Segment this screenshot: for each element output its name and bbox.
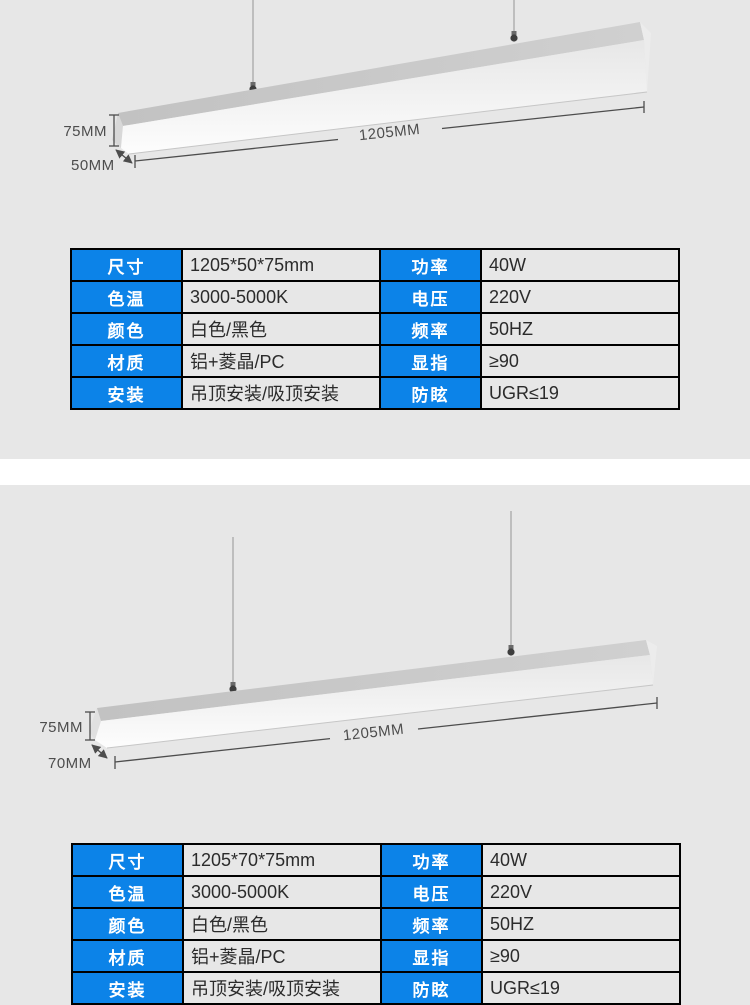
spec-value-cell: 白色/黑色: [182, 907, 382, 941]
spec-label-cell: 色温: [70, 280, 183, 314]
spec-label-cell: 电压: [379, 280, 482, 314]
spec-table-70mm: 尺寸 1205*70*75mm 功率 40W 色温 3000-5000K 电压 …: [71, 843, 681, 1005]
table-row: 材质 铝+菱晶/PC 显指 ≥90: [71, 939, 681, 973]
table-row: 色温 3000-5000K 电压 220V: [70, 280, 680, 314]
lamp-right-endcap: [640, 22, 651, 92]
depth-dimension-line: [91, 744, 108, 759]
spec-label-cell: 安装: [70, 376, 183, 410]
pendant-light-render-50mm: 75MM 50MM 1205MM: [63, 0, 651, 174]
spec-label-cell: 颜色: [71, 907, 184, 941]
spec-label-cell: 电压: [380, 875, 483, 909]
depth-dimension-label: 70MM: [48, 755, 92, 772]
lamp-bottom-edge: [128, 91, 648, 155]
wire-connector: [510, 34, 518, 42]
wire-connector: [229, 685, 237, 693]
spec-value-cell: 3000-5000K: [182, 875, 382, 909]
length-dimension-line: [417, 702, 658, 730]
spec-value-cell: 1205*50*75mm: [181, 248, 381, 282]
lamp-front-face: [95, 655, 653, 748]
spec-label-cell: 频率: [380, 907, 483, 941]
table-row: 安装 吊顶安装/吸顶安装 防眩 UGR≤19: [71, 971, 681, 1005]
lamp-top-face: [97, 640, 650, 721]
spec-label-cell: 尺寸: [70, 248, 183, 282]
spec-value-cell: 1205*70*75mm: [182, 843, 382, 877]
table-row: 尺寸 1205*50*75mm 功率 40W: [70, 248, 680, 282]
spec-value-cell: 白色/黑色: [181, 312, 381, 346]
lamp-top-face: [118, 22, 644, 126]
spec-value-cell: 铝+菱晶/PC: [182, 939, 382, 973]
wire-connector: [250, 82, 256, 86]
spec-label-cell: 色温: [71, 875, 184, 909]
spec-value-cell: 50HZ: [481, 907, 681, 941]
spec-label-cell: 材质: [70, 344, 183, 378]
table-row: 颜色 白色/黑色 频率 50HZ: [71, 907, 681, 941]
spec-value-cell: ≥90: [480, 344, 680, 378]
table-row: 尺寸 1205*70*75mm 功率 40W: [71, 843, 681, 877]
spec-value-cell: UGR≤19: [480, 376, 680, 410]
lamp-front-face: [121, 40, 647, 154]
spec-value-cell: 50HZ: [480, 312, 680, 346]
lamp-bottom-edge: [106, 684, 654, 749]
wire-connector: [511, 31, 517, 35]
spec-label-cell: 防眩: [379, 376, 482, 410]
table-row: 颜色 白色/黑色 频率 50HZ: [70, 312, 680, 346]
depth-dimension-label: 50MM: [71, 157, 115, 174]
spec-value-cell: 3000-5000K: [181, 280, 381, 314]
table-row: 安装 吊顶安装/吸顶安装 防眩 UGR≤19: [70, 376, 680, 410]
lamp-left-endcap: [112, 113, 123, 148]
spec-value-cell: 40W: [481, 843, 681, 877]
height-dimension-label: 75MM: [39, 719, 83, 736]
spec-label-cell: 功率: [380, 843, 483, 877]
spec-value-cell: 40W: [480, 248, 680, 282]
spec-label-cell: 显指: [380, 939, 483, 973]
spec-label-cell: 频率: [379, 312, 482, 346]
spec-label-cell: 显指: [379, 344, 482, 378]
length-dimension-label: 1205MM: [342, 721, 405, 745]
spec-value-cell: 铝+菱晶/PC: [181, 344, 381, 378]
length-dimension-label: 1205MM: [358, 121, 421, 144]
length-dimension-line: [114, 737, 331, 763]
wire-connector: [230, 682, 236, 686]
spec-label-cell: 防眩: [380, 971, 483, 1005]
length-dimension-line: [441, 106, 645, 130]
product-section-50mm: 75MM 50MM 1205MM 尺寸 1205*50*75mm 功率 40W …: [0, 0, 750, 459]
spec-value-cell: 220V: [481, 875, 681, 909]
depth-dimension-line: [115, 149, 133, 164]
spec-value-cell: 吊顶安装/吸顶安装: [181, 376, 381, 410]
length-dimension-line: [134, 138, 339, 162]
table-row: 材质 铝+菱晶/PC 显指 ≥90: [70, 344, 680, 378]
spec-value-cell: UGR≤19: [481, 971, 681, 1005]
spec-label-cell: 材质: [71, 939, 184, 973]
wire-connector: [507, 648, 515, 656]
height-dimension-label: 75MM: [63, 123, 107, 140]
spec-label-cell: 颜色: [70, 312, 183, 346]
spec-value-cell: ≥90: [481, 939, 681, 973]
spec-table-50mm: 尺寸 1205*50*75mm 功率 40W 色温 3000-5000K 电压 …: [70, 248, 680, 410]
wire-connector: [508, 645, 514, 649]
lamp-left-endcap: [89, 708, 101, 740]
spec-label-cell: 功率: [379, 248, 482, 282]
section-divider: [0, 459, 750, 485]
lamp-right-endcap: [646, 640, 657, 685]
spec-value-cell: 220V: [480, 280, 680, 314]
pendant-light-render-70mm: 75MM 70MM 1205MM: [39, 511, 658, 772]
spec-label-cell: 尺寸: [71, 843, 184, 877]
spec-label-cell: 安装: [71, 971, 184, 1005]
spec-value-cell: 吊顶安装/吸顶安装: [182, 971, 382, 1005]
table-row: 色温 3000-5000K 电压 220V: [71, 875, 681, 909]
